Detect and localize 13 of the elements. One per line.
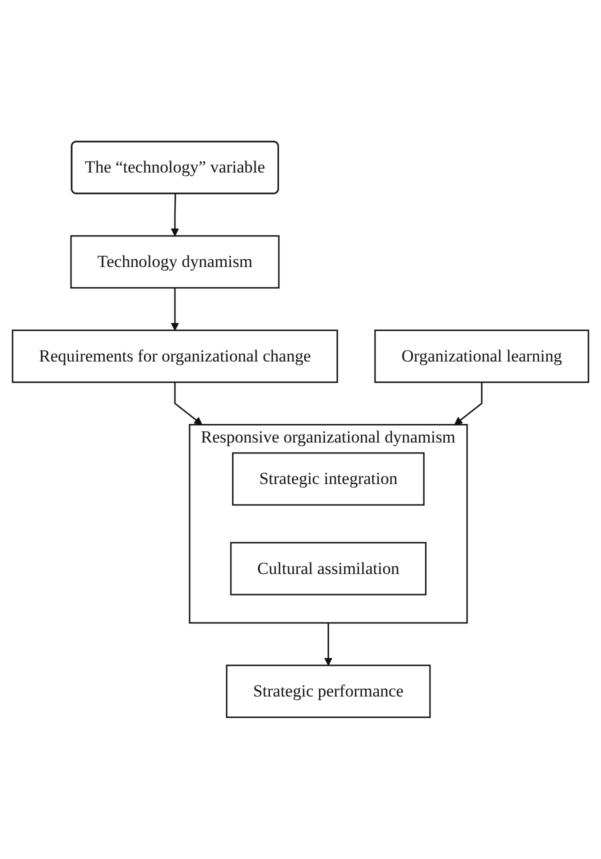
node-box — [70, 235, 280, 289]
flowchart-drawing: The “technology” variable Technology dynamism Requirements for organizational change Organizational learning Responsive organizational dynamism Strategic integration Cultural assimilation Strategic performance — [5, 134, 596, 725]
arrow — [174, 382, 202, 426]
arrow — [170, 288, 180, 331]
node-box — [12, 330, 338, 383]
arrow — [454, 382, 482, 426]
arrow — [324, 622, 332, 666]
node-box — [230, 542, 426, 596]
node-box — [226, 664, 431, 718]
node-box — [232, 452, 425, 506]
cluster — [188, 424, 468, 624]
arrow — [170, 194, 180, 236]
node-box — [374, 330, 590, 383]
